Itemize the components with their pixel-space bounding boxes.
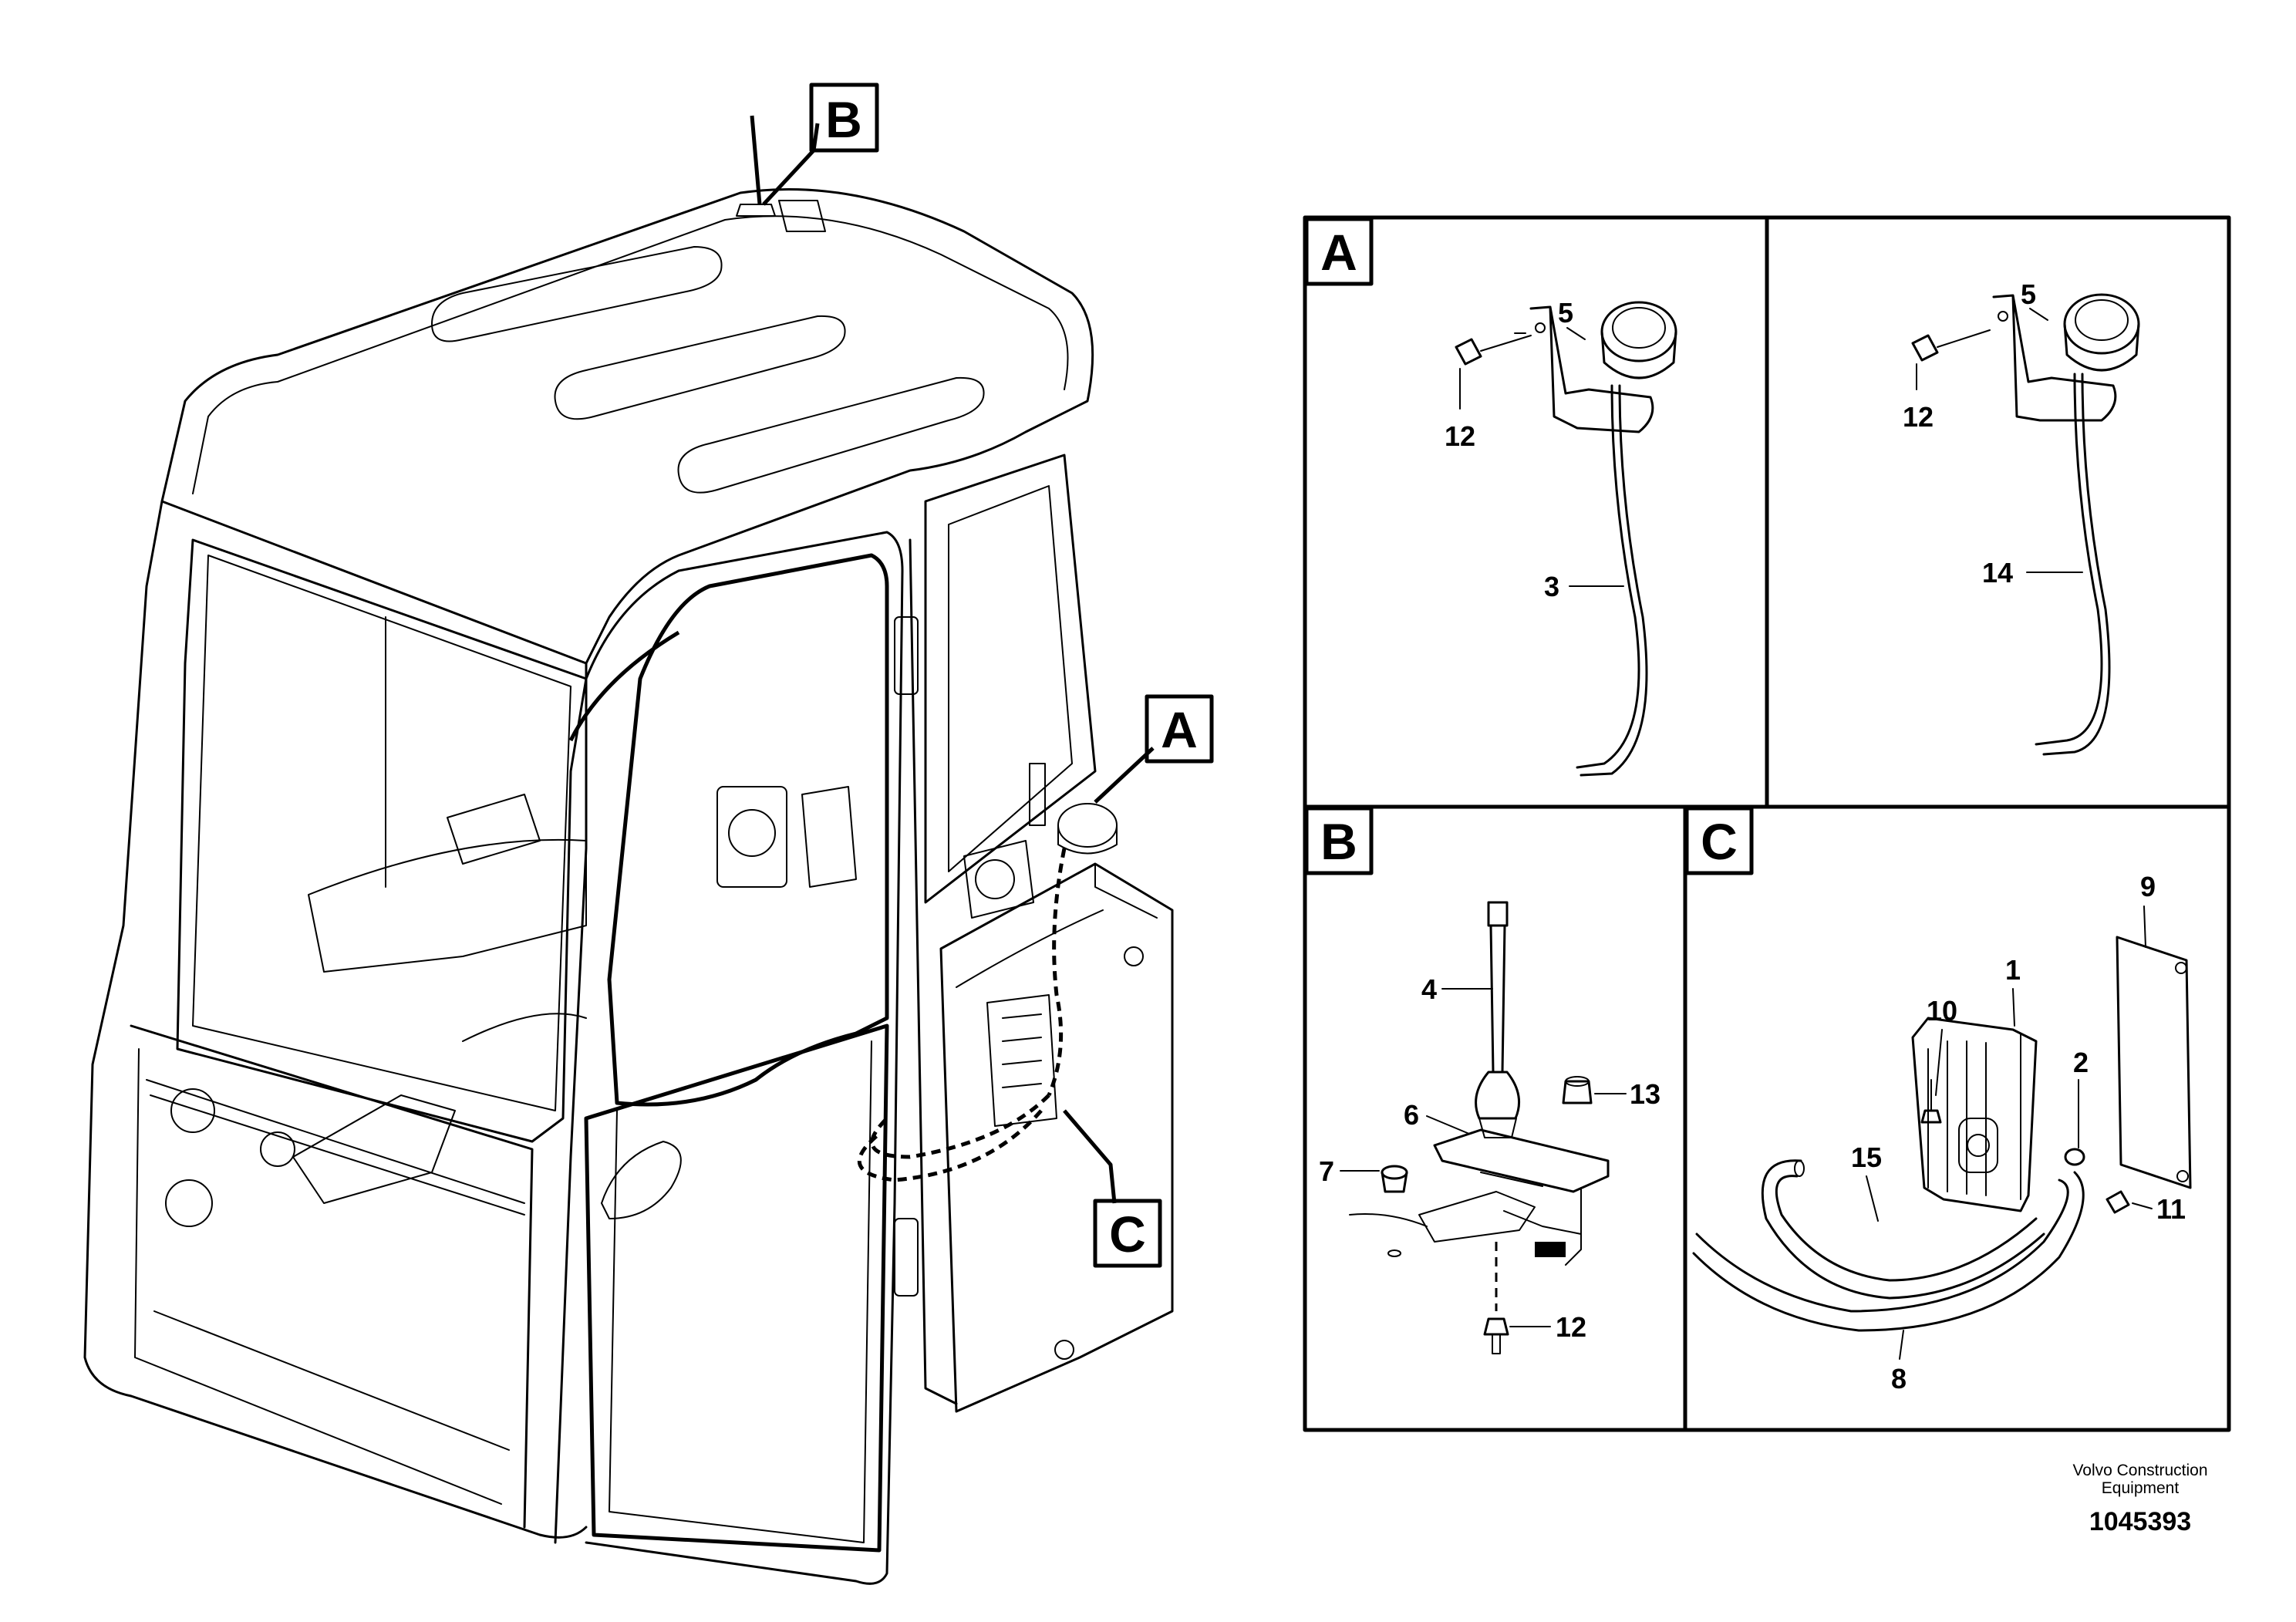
screw-icon: [1455, 338, 1482, 366]
detail-panels-frame: [1303, 215, 2231, 1432]
part-label-13: 13: [1630, 1078, 1660, 1110]
part-label-5: 5: [2021, 278, 2036, 310]
part-label-9: 9: [2140, 871, 2156, 902]
part-label-8: 8: [1891, 1363, 1907, 1394]
part-label-4: 4: [1421, 973, 1437, 1005]
panel-c: C 9 1 10 2 11 15 8: [1684, 806, 2192, 1394]
part-label-7: 7: [1319, 1155, 1334, 1187]
footer-company-line1: Volvo Construction: [2072, 1462, 2207, 1479]
part-label-5: 5: [1558, 297, 1573, 329]
footer-company-line2: Equipment: [2102, 1479, 2180, 1497]
antenna-icon: [1487, 901, 1509, 927]
panel-a-left: A 12 5 3: [1304, 217, 1677, 777]
cab-illustration: [83, 115, 1174, 1585]
callout-b-label: B: [825, 91, 862, 148]
panel-b-label: B: [1320, 813, 1357, 870]
part-label-12: 12: [1556, 1311, 1586, 1343]
document-id: 1045393: [2089, 1507, 2191, 1536]
bracket-icon: [1992, 294, 2117, 422]
callout-b: B: [809, 83, 879, 153]
screw-icon: [1911, 334, 1939, 362]
footer: Volvo Construction Equipment 1045393: [2072, 1462, 2207, 1536]
part-label-11: 11: [2156, 1193, 2186, 1225]
part-label-2: 2: [2073, 1047, 2089, 1078]
part-label-1: 1: [2005, 954, 2021, 986]
part-label-12: 12: [1445, 420, 1475, 452]
part-label-3: 3: [1544, 571, 1559, 602]
grommet-icon: [1381, 1165, 1408, 1180]
panel-a-right: 12 5 14: [1903, 278, 2140, 756]
callout-c: C: [1093, 1199, 1162, 1268]
part-label-12: 12: [1903, 401, 1934, 433]
callout-a: A: [1145, 694, 1214, 764]
part-label-10: 10: [1927, 995, 1957, 1027]
part-label-14: 14: [1982, 557, 2013, 588]
part-label-15: 15: [1851, 1141, 1882, 1173]
panel-a-label: A: [1320, 224, 1357, 281]
callout-a-label: A: [1161, 701, 1198, 758]
callout-c-label: C: [1109, 1206, 1146, 1263]
panel-b: B 4 6 13 7 12: [1304, 806, 1660, 1354]
control-unit-icon: [1911, 1017, 2038, 1212]
part-label-6: 6: [1404, 1099, 1419, 1131]
bracket-icon: [1529, 305, 1654, 433]
panel-c-label: C: [1701, 813, 1738, 870]
screw-icon: [1483, 1317, 1509, 1336]
